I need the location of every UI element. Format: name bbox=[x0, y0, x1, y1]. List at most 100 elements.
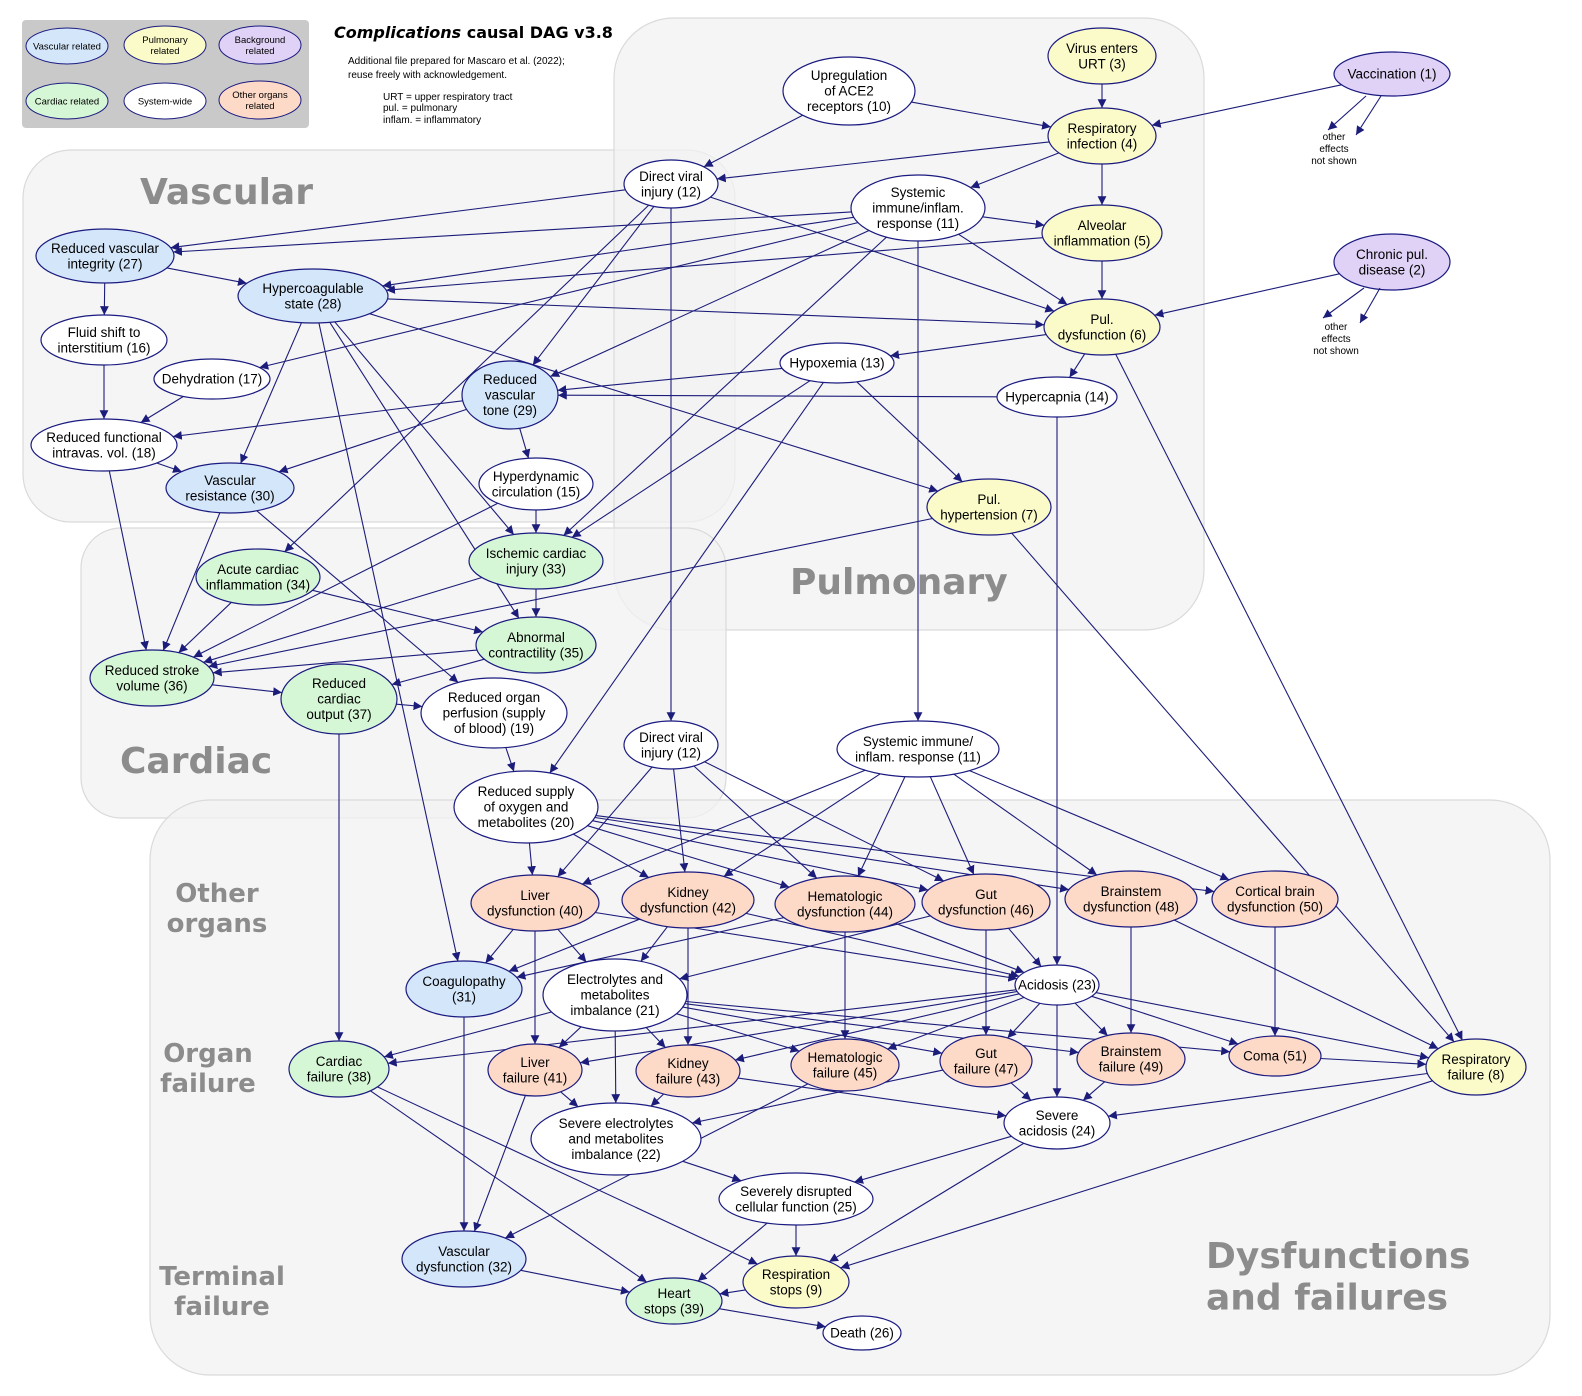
edge-n44-to-n31 bbox=[516, 917, 785, 980]
node-shape bbox=[939, 1034, 1033, 1088]
node-label-line: contractility (35) bbox=[488, 645, 583, 660]
edge-n42-to-n21 bbox=[640, 926, 668, 962]
node-label-line: Fluid shift to bbox=[68, 325, 141, 340]
node-label-line: Reduced stroke bbox=[105, 663, 200, 678]
node-shape bbox=[1228, 1035, 1322, 1077]
diagram-title: Complications causal DAG v3.8 bbox=[334, 23, 613, 42]
edge-n1-to-n4 bbox=[1151, 84, 1342, 128]
edge-n11b-to-n42 bbox=[723, 773, 881, 877]
edge-n20-to-n40 bbox=[527, 842, 536, 876]
node-label-line: Kidney bbox=[667, 1056, 709, 1071]
legend-label-system: System-wide bbox=[138, 97, 192, 108]
node-n51: Coma (51) bbox=[1228, 1035, 1322, 1077]
node-label: Hypoxemia (13) bbox=[789, 356, 884, 371]
node-label-line: response (11) bbox=[877, 216, 959, 231]
node-shape bbox=[461, 360, 559, 430]
node-label-line: failure (8) bbox=[1447, 1067, 1504, 1082]
edge-n12b-to-n40 bbox=[557, 766, 653, 878]
edge-n23-to-n41 bbox=[580, 990, 1018, 1066]
edge-n32-to-n39 bbox=[520, 1269, 630, 1295]
edge-n8-to-n24 bbox=[1108, 1072, 1428, 1120]
node-shape bbox=[468, 532, 604, 590]
edge-n20-to-n44 bbox=[587, 825, 790, 889]
edge-n37-to-n19 bbox=[396, 701, 423, 711]
node-label: Coagulopathy(31) bbox=[422, 974, 506, 1005]
edge-n22-to-n25 bbox=[682, 1160, 742, 1183]
edge-n34-to-n35 bbox=[312, 589, 484, 635]
legend-label-cardiac: Cardiac related bbox=[35, 97, 99, 108]
edge-n7-to-n36 bbox=[208, 517, 933, 670]
node-label-line: Acidosis (23) bbox=[1018, 978, 1096, 993]
edge-n18-to-n30 bbox=[156, 462, 182, 473]
edge-n12-to-n29 bbox=[532, 206, 655, 366]
node-label-line: Dehydration (17) bbox=[162, 372, 263, 387]
legend-label-line: Other organs bbox=[232, 90, 288, 101]
node-label-line: circulation (15) bbox=[492, 484, 581, 499]
node-shape bbox=[926, 478, 1052, 536]
region-label-line: Cardiac bbox=[120, 741, 272, 782]
edge-n47-to-n22 bbox=[691, 1069, 944, 1126]
edge-n15-to-n36 bbox=[193, 502, 499, 658]
region-label-line: Organ bbox=[163, 1039, 253, 1069]
edge-n11b-to-n44 bbox=[857, 776, 906, 877]
node-label: Systemic immune/inflam. response (11) bbox=[855, 734, 981, 765]
node-label-line: Hypoxemia (13) bbox=[789, 356, 884, 371]
edge-n29-to-n18 bbox=[172, 400, 463, 440]
node-label: Dehydration (17) bbox=[162, 372, 263, 387]
node-label-line: dysfunction (40) bbox=[487, 903, 583, 918]
edge-n47-to-n24 bbox=[1010, 1082, 1032, 1101]
node-shape bbox=[718, 1172, 874, 1226]
edge-n8-to-n9 bbox=[840, 1080, 1433, 1270]
edge-n23-to-n47 bbox=[1007, 1002, 1041, 1039]
edge-n5-to-n28 bbox=[386, 237, 1043, 294]
node-label-line: Coma (51) bbox=[1243, 1049, 1307, 1064]
edge-n11b-to-n50 bbox=[969, 770, 1230, 881]
legend-label-line: related bbox=[150, 46, 179, 57]
legend-swatch-organ bbox=[218, 80, 302, 120]
edge-n29-to-n15 bbox=[519, 428, 531, 459]
node-label-line: intravas. vol. (18) bbox=[52, 445, 156, 460]
region-label-line: Other bbox=[175, 879, 259, 909]
edge-n6-to-n8 bbox=[1115, 353, 1463, 1041]
edge-n10-to-n4 bbox=[911, 101, 1051, 130]
side-note-arrow bbox=[1355, 95, 1382, 136]
node-shape bbox=[1211, 870, 1339, 928]
edge-n12-to-n34 bbox=[284, 204, 650, 553]
node-label-line: resistance (30) bbox=[185, 488, 274, 503]
node-label-line: metabolites (20) bbox=[478, 815, 575, 830]
node-n1: Vaccination (1) bbox=[1333, 51, 1451, 97]
edge-n28-to-n30 bbox=[240, 322, 303, 464]
edge-n11-to-n28 bbox=[382, 216, 854, 289]
title-note: Additional file prepared for Mascaro et … bbox=[348, 56, 565, 67]
node-label-line: Ischemic cardiac bbox=[486, 546, 587, 561]
